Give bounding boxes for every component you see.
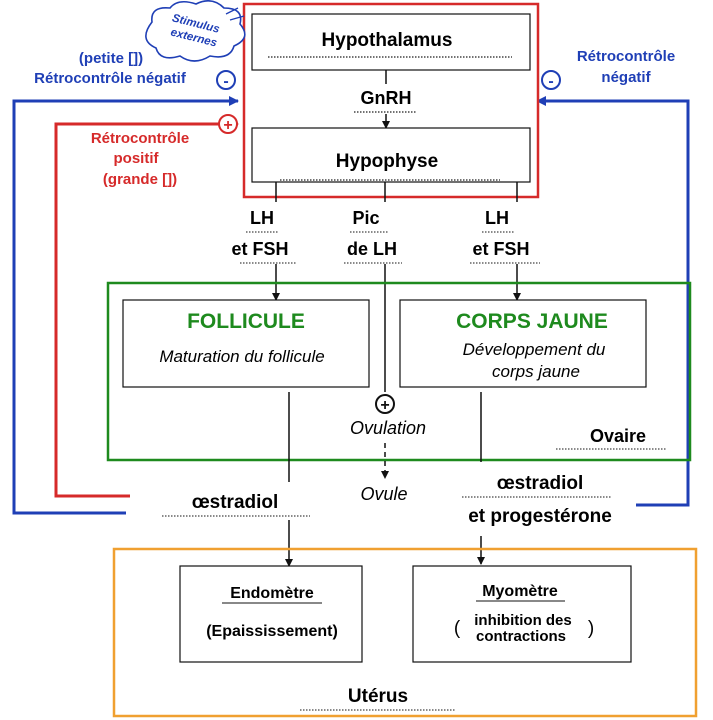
hypophyse-box	[251, 127, 531, 183]
myometre-open-paren: (	[454, 618, 461, 639]
hypothalamus-box	[251, 13, 531, 71]
negative-feedback-line-right	[536, 96, 690, 507]
negative-sign-left: -	[216, 70, 236, 90]
myometre-close-paren: )	[588, 618, 594, 639]
follicule-title: FOLLICULE	[187, 310, 305, 333]
negative-sign-right: -	[541, 70, 561, 90]
endometre-box	[179, 565, 363, 663]
ovaire-label: Ovaire	[590, 426, 646, 446]
myometre-desc-line1: inhibition des	[474, 612, 572, 629]
lh-right-line2: et FSH	[472, 239, 529, 259]
left-blue-line1: (petite [])	[79, 50, 143, 67]
lh-left-line2: et FSH	[231, 239, 288, 259]
negative-feedback-line-left	[12, 96, 239, 515]
svg-text:-: -	[548, 73, 553, 90]
left-red-line1: Rétrocontrôle	[91, 130, 189, 147]
left-blue-line2: Rétrocontrôle négatif	[34, 70, 187, 87]
positive-feedback-line	[54, 119, 239, 498]
lh-left-line1: LH	[250, 208, 274, 228]
endometre-title: Endomètre	[230, 585, 314, 602]
ovulation-plus-sign: +	[375, 394, 395, 414]
right-blue-line1: Rétrocontrôle	[577, 48, 675, 65]
follicule-box	[122, 299, 370, 388]
follicule-desc: Maturation du follicule	[159, 347, 324, 366]
left-red-line2: positif	[114, 150, 160, 167]
left-red-line3: (grande [])	[103, 171, 177, 188]
hypothalamus-label: Hypothalamus	[322, 30, 453, 51]
uterus-label: Utérus	[348, 686, 408, 707]
right-blue-line2: négatif	[601, 69, 651, 86]
corps-jaune-desc-line2: corps jaune	[492, 362, 580, 381]
gnrh-label: GnRH	[361, 88, 412, 108]
pic-lh-line2: de LH	[347, 239, 397, 259]
svg-text:-: -	[223, 73, 228, 90]
myometre-desc-line2: contractions	[476, 628, 566, 645]
oestradiol-prog-line1: œstradiol	[497, 473, 584, 494]
positive-sign-left: +	[218, 114, 238, 134]
oestradiol-label: œstradiol	[192, 492, 279, 513]
ovary-frame	[106, 281, 692, 462]
corps-jaune-box	[399, 299, 647, 388]
corps-jaune-desc-line1: Développement du	[463, 340, 606, 359]
endometre-desc: (Epaississement)	[206, 623, 338, 640]
stimulus-cloud: Stimulus externes	[145, 0, 246, 62]
corps-jaune-title: CORPS JAUNE	[456, 310, 608, 333]
svg-text:+: +	[380, 397, 389, 414]
myometre-box	[412, 565, 632, 663]
myometre-title: Myomètre	[482, 583, 558, 600]
uterus-frame	[112, 547, 698, 718]
ovule-label: Ovule	[360, 484, 407, 504]
hypophyse-label: Hypophyse	[336, 151, 438, 172]
oestradiol-prog-line2: et progestérone	[468, 506, 612, 527]
lh-right-line1: LH	[485, 208, 509, 228]
svg-text:+: +	[223, 117, 232, 134]
pic-lh-line1: Pic	[352, 208, 379, 228]
ovulation-label: Ovulation	[350, 418, 426, 438]
